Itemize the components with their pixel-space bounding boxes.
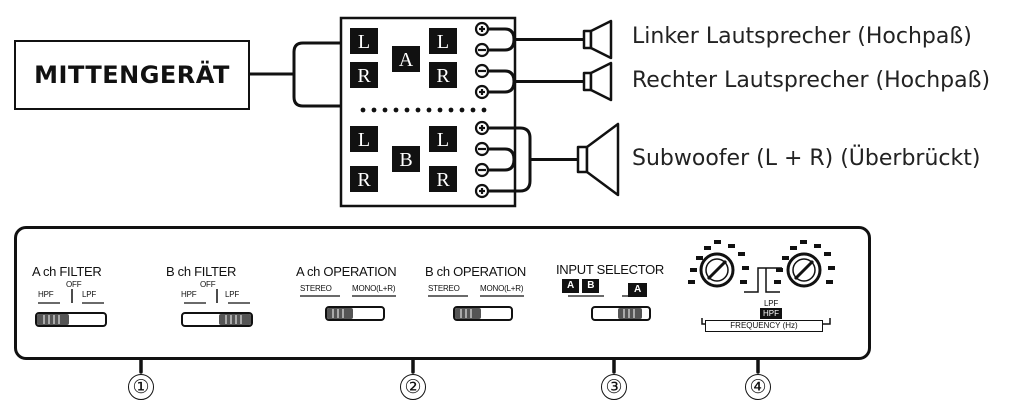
input-selector-switch[interactable] [560,292,660,328]
head-unit-label: MITTENGERÄT [34,61,230,89]
a-operation-switch[interactable] [296,292,406,328]
left-speaker-label: Linker Lautsprecher (Hochpaß) [632,24,972,49]
b-left-out-label: L [437,129,449,151]
b-filter-hpf: HPF [181,290,197,299]
callout-1: ① [128,374,154,400]
a-filter-off: OFF [66,280,82,289]
channel-a-section: L R A L R [350,28,457,88]
a-operation-mono: MONO(L+R) [352,284,396,293]
b-left-in-label: L [358,129,370,151]
a-right-out-box [429,62,457,88]
b-right-in-label: R [357,169,371,191]
channel-b-section: L R B L R [350,126,457,192]
b-operation-mono: MONO(L+R) [480,284,524,293]
callout-3: ③ [601,374,627,400]
b-channel-label: B [399,149,412,171]
control-panel [14,226,871,360]
b-operation-title: B ch OPERATION [425,264,527,279]
a-filter-lpf: LPF [82,290,97,299]
callout-2: ② [400,374,426,400]
section-divider [360,107,487,113]
a-right-out-label: R [436,65,450,87]
a-channel-label: A [399,49,414,71]
b-channel-box [392,146,420,172]
a-right-in-box [350,62,378,88]
output-wires [488,27,584,193]
a-left-in-box [350,28,378,54]
b-left-in-box [350,126,378,152]
input-wires [250,41,346,108]
b-filter-switch[interactable] [176,285,256,330]
b-filter-lpf: LPF [225,290,240,299]
a-operation-stereo: STEREO [300,284,332,293]
a-left-out-box [429,28,457,54]
a-left-in-label: L [358,31,370,53]
hpf-dial-ticks [774,240,835,284]
b-filter-off: OFF [200,280,216,289]
a-left-out-label: L [437,31,449,53]
a-channel-box [392,46,420,72]
input-selector-a-only-tag: A [628,283,648,297]
b-right-out-box [429,166,457,192]
a-filter-hpf: HPF [38,290,54,299]
head-unit-box: MITTENGERÄT [14,40,250,110]
input-selector-a-only: A [628,279,648,297]
a-filter-title: A ch FILTER [32,264,102,279]
input-selector-title: INPUT SELECTOR [556,262,665,277]
input-selector-ab-labels: A B [562,279,600,293]
a-right-in-label: R [357,65,371,87]
subwoofer-icon [576,122,620,197]
a-filter-switch[interactable] [30,285,110,330]
callout-4: ④ [745,374,771,400]
lpf-dial-ticks [688,240,749,284]
b-left-out-box [429,126,457,152]
freq-lpf-label: LPF [764,299,779,308]
frequency-knobs [688,240,835,325]
input-selector-a-tag: A [562,279,580,293]
b-right-in-box [350,166,378,192]
b-operation-switch[interactable] [424,292,534,328]
left-speaker-icon [582,19,613,60]
a-operation-title: A ch OPERATION [296,264,397,279]
terminal-signs [478,26,486,194]
right-speaker-label: Rechter Lautsprecher (Hochpaß) [632,68,991,93]
right-speaker-icon [582,61,613,102]
b-right-out-label: R [436,169,450,191]
input-selector-b-tag: B [582,279,600,293]
b-operation-stereo: STEREO [428,284,460,293]
freq-caption: FREQUENCY (Hz) [705,320,823,332]
freq-hpf-label: HPF [760,308,782,319]
subwoofer-label: Subwoofer (L + R) (Überbrückt) [632,146,981,171]
b-filter-title: B ch FILTER [166,264,237,279]
